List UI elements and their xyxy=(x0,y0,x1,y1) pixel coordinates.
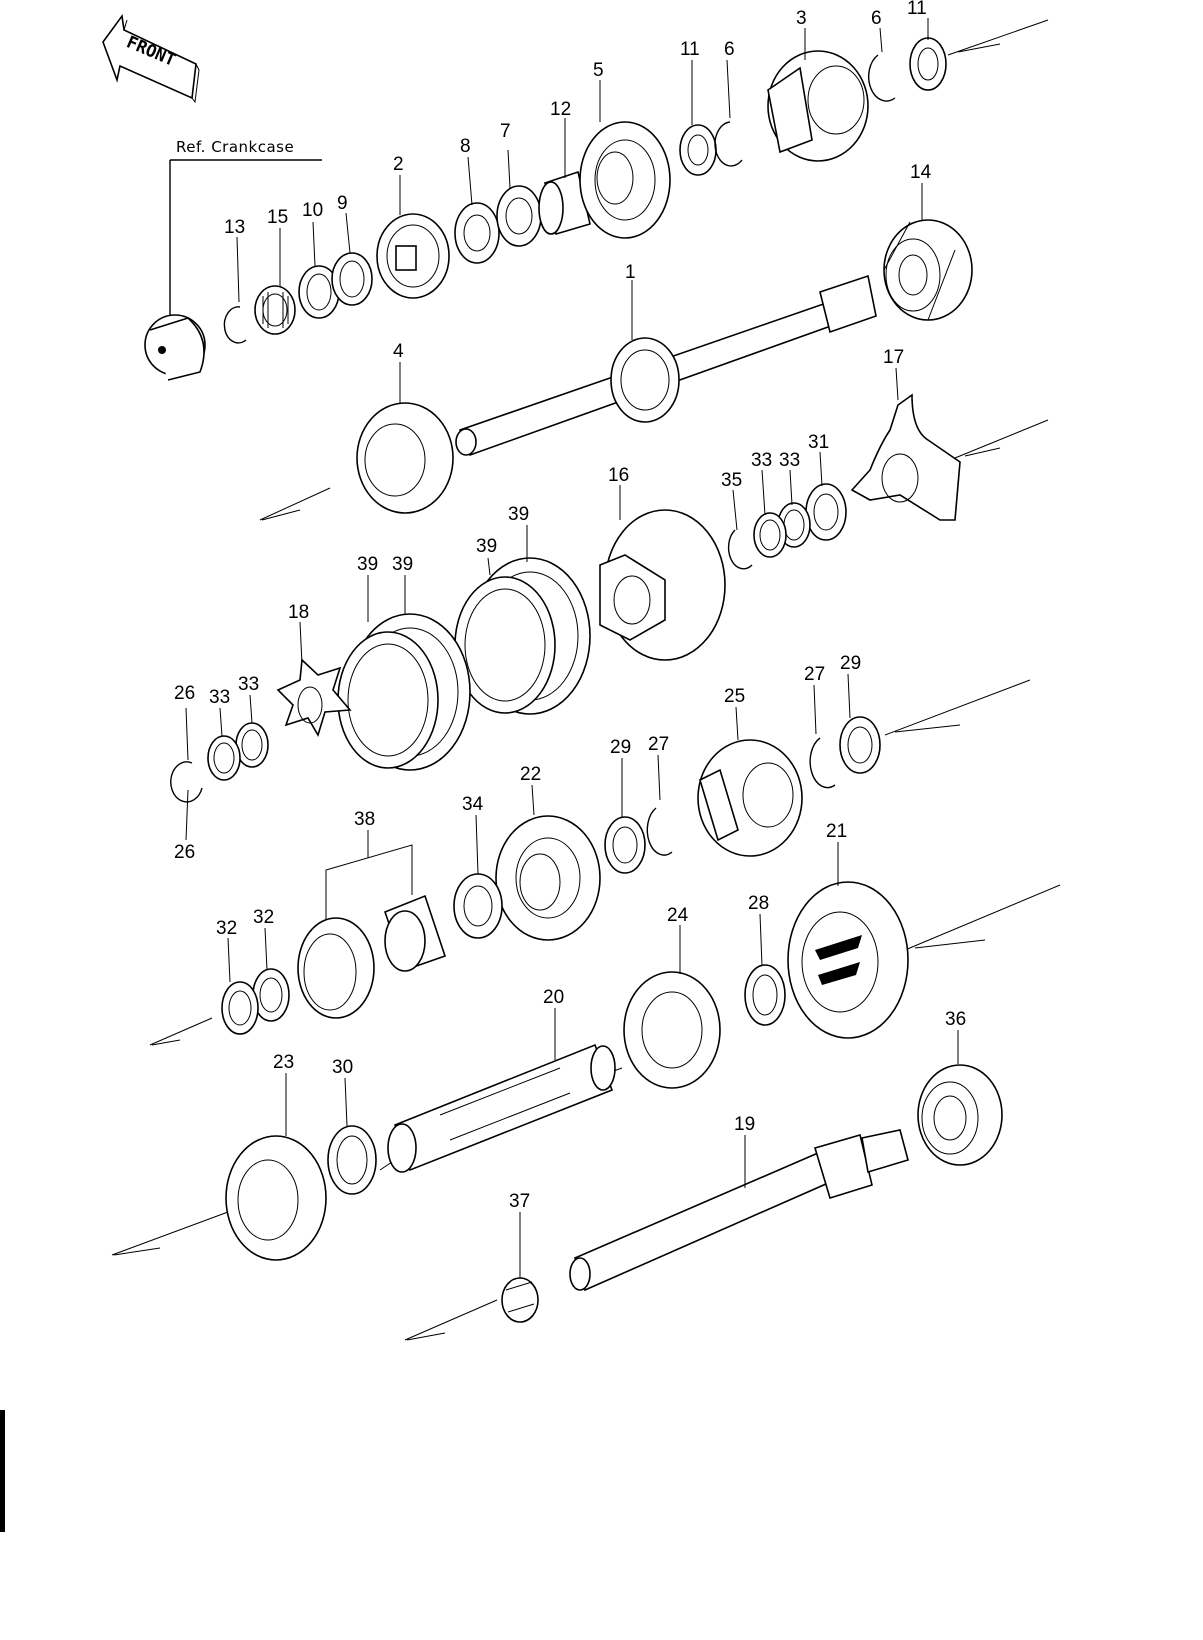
callout-4: 4 xyxy=(393,341,404,362)
callout-7: 7 xyxy=(500,121,511,142)
callout-6: 6 xyxy=(724,39,735,60)
callout-33-2: 33 xyxy=(779,450,800,471)
callout-19: 19 xyxy=(734,1114,755,1135)
callout-30: 30 xyxy=(332,1057,353,1078)
callout-37: 37 xyxy=(509,1191,530,1212)
main-shaft-upper-parts xyxy=(144,37,947,381)
callout-13: 13 xyxy=(224,217,245,238)
callout-33-3: 33 xyxy=(209,687,230,708)
leader-lines xyxy=(185,18,959,1278)
callout-32-2: 32 xyxy=(253,907,274,928)
main-shaft xyxy=(356,219,973,514)
callout-5: 5 xyxy=(593,60,604,81)
callout-8: 8 xyxy=(460,136,471,157)
front-badge: FRONT xyxy=(102,13,200,104)
callout-39-3: 39 xyxy=(357,554,378,575)
callout-28: 28 xyxy=(748,893,769,914)
callout-29-2: 29 xyxy=(610,737,631,758)
callout-6-2: 6 xyxy=(871,8,882,29)
callout-14: 14 xyxy=(910,162,932,183)
callout-18: 18 xyxy=(288,602,309,623)
callout-27-2: 27 xyxy=(648,734,669,755)
callout-21: 21 xyxy=(826,821,847,842)
callout-39-4: 39 xyxy=(392,554,413,575)
callout-3: 3 xyxy=(796,8,807,29)
callout-24: 24 xyxy=(667,905,689,926)
callout-33: 33 xyxy=(751,450,772,471)
callout-39-2: 39 xyxy=(476,536,497,557)
callout-32: 32 xyxy=(216,918,237,939)
callout-26: 26 xyxy=(174,683,195,704)
callout-15: 15 xyxy=(267,207,288,228)
callout-11-2: 11 xyxy=(907,0,927,19)
callout-20: 20 xyxy=(543,987,564,1008)
callout-31: 31 xyxy=(808,432,829,453)
reference-label: Ref. Crankcase xyxy=(176,138,294,156)
part-number-callouts: 1234566789101111121314151617181920212223… xyxy=(174,0,966,1212)
callout-29: 29 xyxy=(840,653,861,674)
callout-2: 2 xyxy=(393,154,404,175)
callout-33-4: 33 xyxy=(238,674,259,695)
callout-12: 12 xyxy=(550,99,571,120)
callout-27: 27 xyxy=(804,664,825,685)
output-shaft-parts xyxy=(221,716,1003,1323)
callout-16: 16 xyxy=(608,465,629,486)
callout-39: 39 xyxy=(508,504,529,525)
callout-9: 9 xyxy=(337,193,348,214)
callout-1: 1 xyxy=(625,262,636,283)
callout-34: 34 xyxy=(462,794,484,815)
callout-17: 17 xyxy=(883,347,904,368)
front-arrow-icon xyxy=(102,13,197,100)
callout-35: 35 xyxy=(721,470,742,491)
callout-10: 10 xyxy=(302,200,323,221)
crankcase-reference: Ref. Crankcase xyxy=(169,138,322,320)
callout-26-2: 26 xyxy=(174,842,195,863)
scan-artifacts xyxy=(0,1410,5,1532)
callout-11: 11 xyxy=(680,39,700,60)
callout-23: 23 xyxy=(273,1052,294,1073)
callout-22: 22 xyxy=(520,764,541,785)
callout-25: 25 xyxy=(724,686,745,707)
callout-38: 38 xyxy=(354,809,375,830)
callout-36: 36 xyxy=(945,1009,966,1030)
